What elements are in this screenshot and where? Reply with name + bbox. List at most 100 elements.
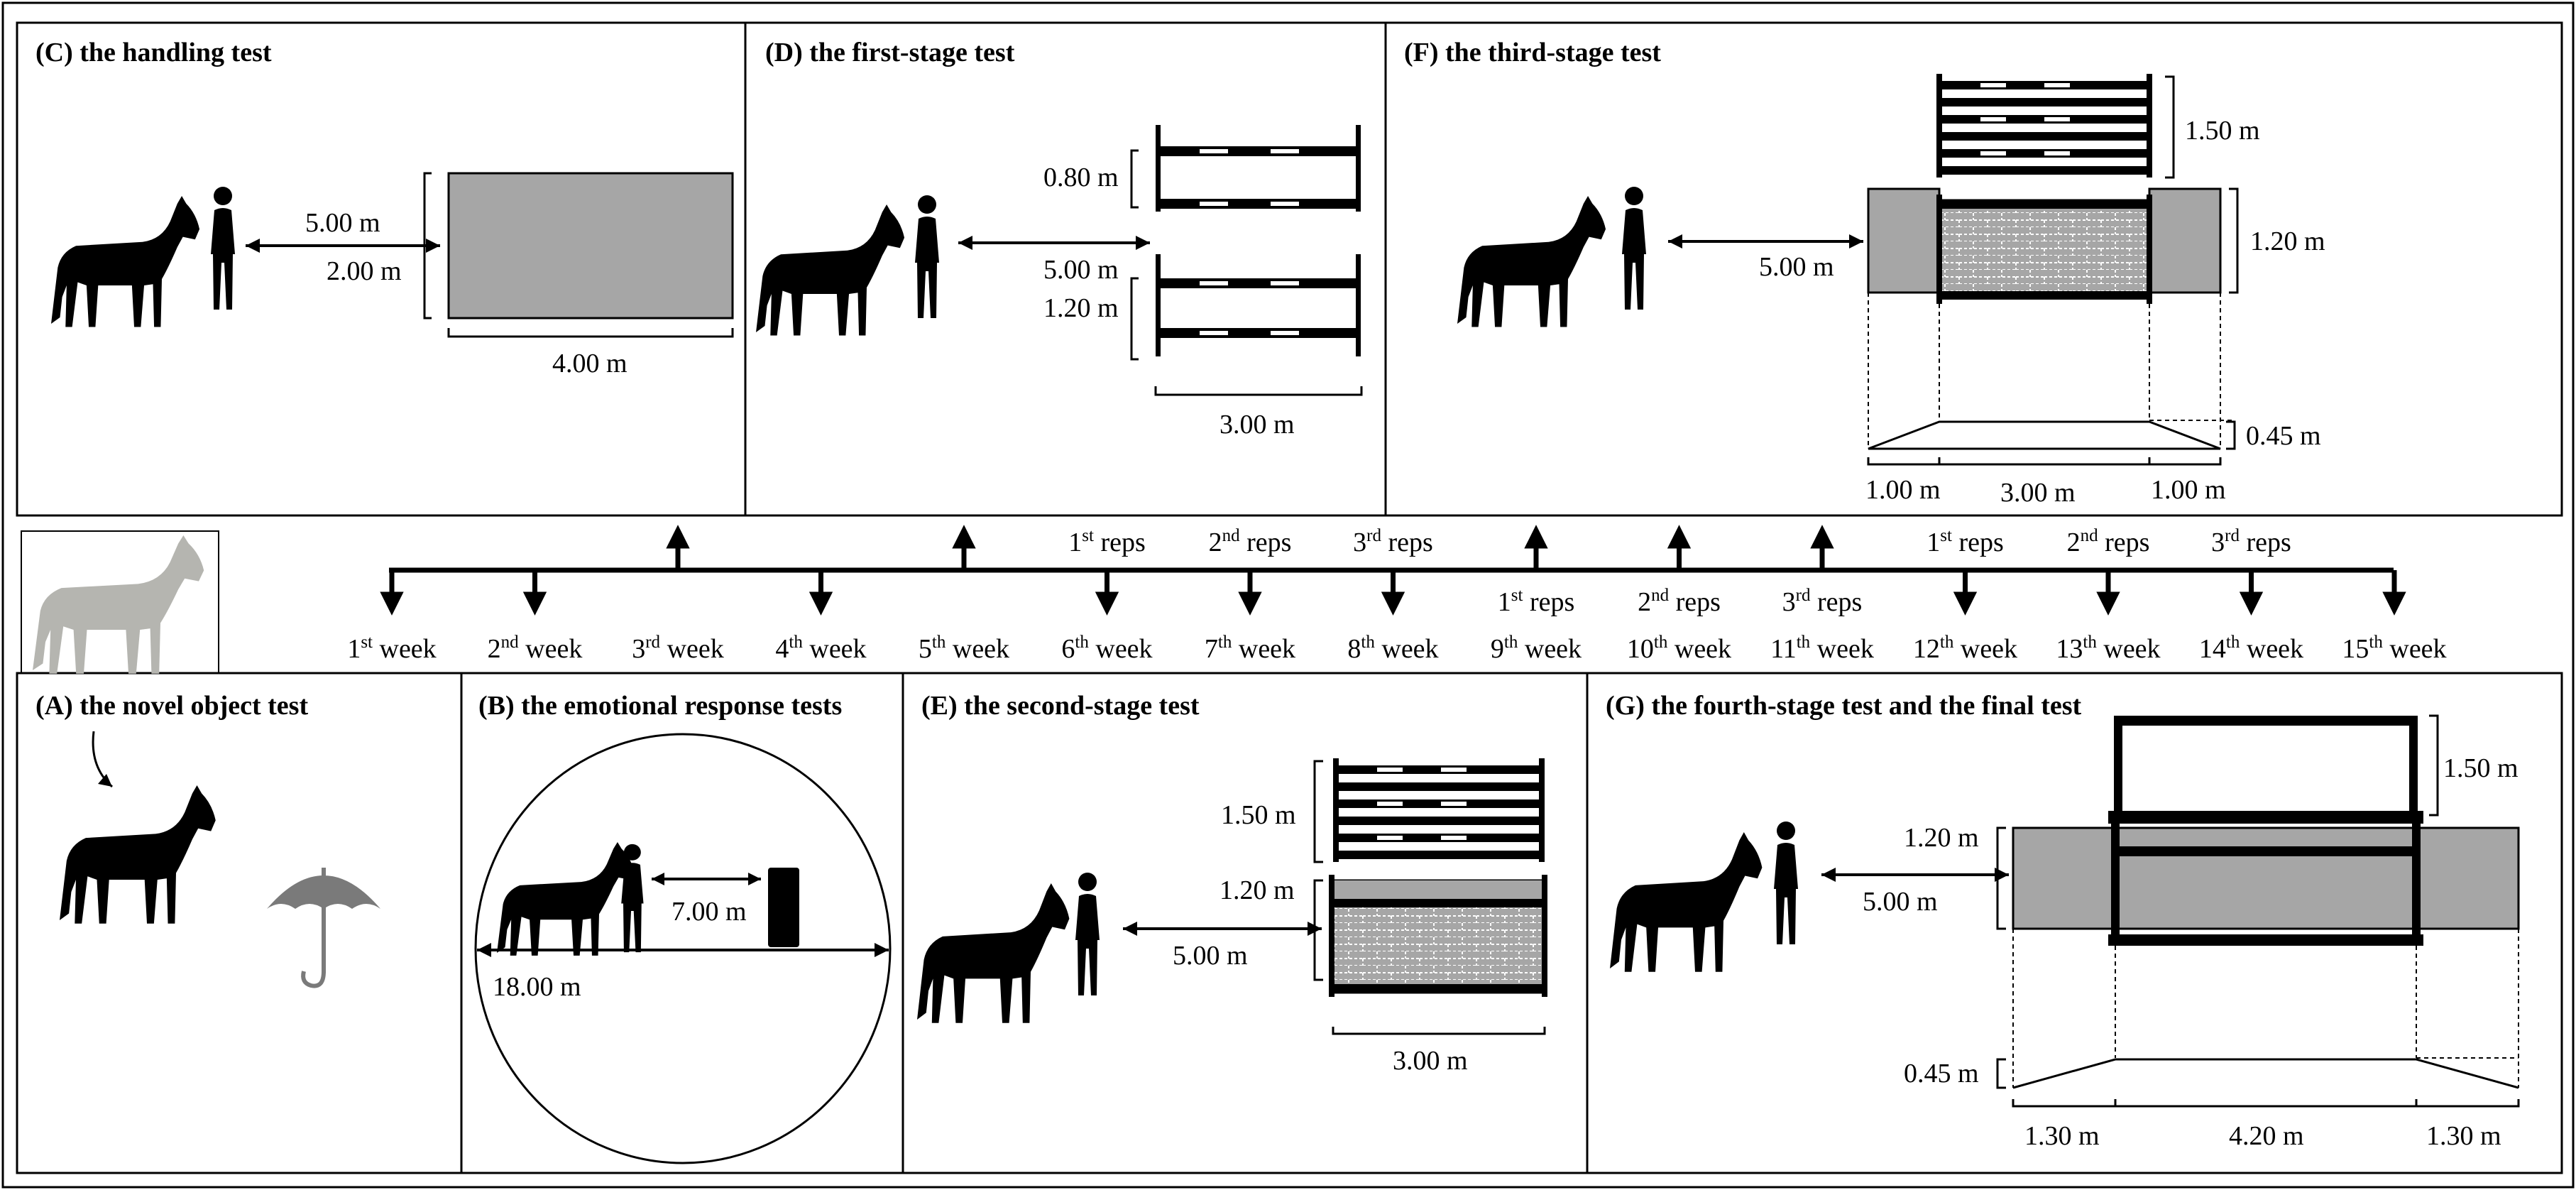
panel-c-height: 2.00 m — [327, 256, 402, 286]
week-label-6: 6th week — [1061, 633, 1152, 664]
panel-third-stage-test: (F) the third-stage test 5.00 m 1.50 m 1… — [1404, 38, 2325, 508]
panel-g-height-mid: 1.20 m — [1904, 823, 1979, 853]
panel-g-title: (G) the fourth-stage test and the final … — [1606, 691, 2082, 721]
horse-silhouette — [1457, 196, 1606, 327]
obstacle-box — [447, 172, 734, 320]
week-label-9: 9th week — [1491, 633, 1582, 664]
timeline-arrow-down — [2096, 570, 2120, 616]
panel-a-title: (A) the novel object test — [35, 691, 308, 721]
week-label-11: 11th week — [1770, 633, 1874, 664]
reps-label-below-1: 1st reps — [1498, 586, 1575, 617]
timeline-arrow-up — [1810, 525, 1834, 570]
horse-silhouette — [497, 842, 634, 956]
timeline-arrow-down — [1953, 570, 1978, 616]
week-label-1: 1st week — [347, 633, 436, 664]
panel-g-width-mid: 4.20 m — [2229, 1121, 2304, 1151]
panel-e-height-mid: 1.20 m — [1220, 875, 1295, 905]
light-horse-icon — [33, 535, 204, 674]
panel-f-width-right: 1.00 m — [2151, 475, 2226, 505]
timeline-arrow-down — [380, 570, 404, 616]
horse-silhouette — [917, 883, 1070, 1023]
panel-g-width-right: 1.30 m — [2426, 1121, 2501, 1151]
panel-d-distance: 5.00 m — [1043, 255, 1119, 285]
panel-f-title: (F) the third-stage test — [1404, 38, 1661, 67]
week-label-15: 15th week — [2342, 633, 2446, 664]
horse-silhouette — [1610, 832, 1763, 972]
person-silhouette — [1075, 873, 1100, 995]
reps-label-above-5: 2nd reps — [2067, 526, 2150, 557]
timeline-arrow-down — [1238, 570, 1262, 616]
panel-b-diameter: 18.00 m — [493, 972, 581, 1002]
timeline-arrow-down — [2382, 570, 2406, 616]
horse-silhouette — [756, 204, 905, 336]
panel-fourth-stage-test: (G) the fourth-stage test and the final … — [1606, 691, 2520, 1151]
timeline-arrow-up — [1524, 525, 1548, 570]
panel-d-height-2: 1.20 m — [1043, 293, 1119, 323]
panel-first-stage-test: (D) the first-stage test 5.00 m 0.80 m 1… — [756, 38, 1363, 440]
panel-e-width: 3.00 m — [1393, 1046, 1468, 1076]
week-label-14: 14th week — [2199, 633, 2303, 664]
horse-silhouette — [51, 196, 200, 327]
panel-handling-test: (C) the handling test 5.00 m 2.00 m 4.00… — [35, 38, 734, 378]
panel-e-height-top: 1.50 m — [1221, 800, 1296, 830]
week-label-3: 3rd week — [632, 633, 724, 664]
timeline-arrow-up — [952, 525, 976, 570]
timeline-arrow-down — [1095, 570, 1119, 616]
reps-label-below-2: 2nd reps — [1638, 586, 1721, 617]
reps-label-above-1: 1st reps — [1068, 526, 1146, 557]
panel-f-width-left: 1.00 m — [1865, 475, 1941, 505]
timeline-arrow-down — [809, 570, 833, 616]
panel-g-distance: 5.00 m — [1863, 887, 1938, 917]
week-label-4: 4th week — [775, 633, 866, 664]
reps-label-above-3: 3rd reps — [1353, 526, 1433, 557]
week-label-13: 13th week — [2056, 633, 2160, 664]
panel-c-distance: 5.00 m — [305, 208, 380, 238]
panel-e-title: (E) the second-stage test — [921, 691, 1200, 721]
reps-label-above-2: 2nd reps — [1209, 526, 1292, 557]
panel-f-height-top: 1.50 m — [2185, 116, 2260, 146]
panel-d-height-1: 0.80 m — [1043, 163, 1119, 192]
timeline-arrow-up — [1667, 525, 1692, 570]
reps-label-above-6: 3rd reps — [2211, 526, 2291, 557]
panel-second-stage-test: (E) the second-stage test 5.00 m 1.50 m … — [917, 691, 1547, 1076]
panel-f-width-mid: 3.00 m — [2000, 478, 2076, 508]
timeline-arrow-down — [522, 570, 547, 616]
horse-silhouette — [60, 785, 216, 924]
top-panel-frame — [16, 21, 2563, 517]
panel-b-distance: 7.00 m — [672, 897, 747, 927]
person-silhouette — [211, 187, 235, 310]
panel-b-title: (B) the emotional response tests — [478, 691, 842, 721]
umbrella-icon — [267, 868, 380, 988]
week-label-8: 8th week — [1347, 633, 1438, 664]
panel-g-width-left: 1.30 m — [2024, 1121, 2100, 1151]
panel-f-ramp-height: 0.45 m — [2246, 421, 2321, 451]
arena-circle — [474, 733, 892, 1164]
panel-f-distance: 5.00 m — [1759, 252, 1834, 282]
panel-d-title: (D) the first-stage test — [765, 38, 1015, 67]
timeline-arrow-down — [1381, 570, 1405, 616]
panel-g-ramp-height: 0.45 m — [1904, 1059, 1979, 1088]
panel-c-title: (C) the handling test — [35, 38, 272, 67]
person-silhouette — [1622, 187, 1646, 310]
timeline-arrow-down — [2239, 570, 2264, 616]
person-silhouette — [1774, 821, 1798, 944]
reps-label-below-3: 3rd reps — [1782, 586, 1863, 617]
novel-object — [768, 868, 799, 947]
bottom-panel-frame — [16, 672, 2563, 1174]
week-label-2: 2nd week — [488, 633, 583, 664]
panel-c-width: 4.00 m — [552, 349, 627, 378]
week-label-7: 7th week — [1205, 633, 1295, 664]
week-label-10: 10th week — [1627, 633, 1731, 664]
person-silhouette — [915, 195, 939, 318]
panel-emotional-response-tests: (B) the emotional response tests 7.00 m … — [474, 691, 892, 1164]
panel-novel-object-test: (A) the novel object test — [35, 691, 380, 988]
panel-d-width: 3.00 m — [1220, 410, 1295, 440]
panel-f-height-mid: 1.20 m — [2250, 226, 2325, 256]
panel-g-height-top: 1.50 m — [2443, 753, 2519, 783]
reps-label-above-4: 1st reps — [1926, 526, 2004, 557]
week-label-12: 12th week — [1913, 633, 2017, 664]
panel-e-distance: 5.00 m — [1173, 941, 1248, 971]
